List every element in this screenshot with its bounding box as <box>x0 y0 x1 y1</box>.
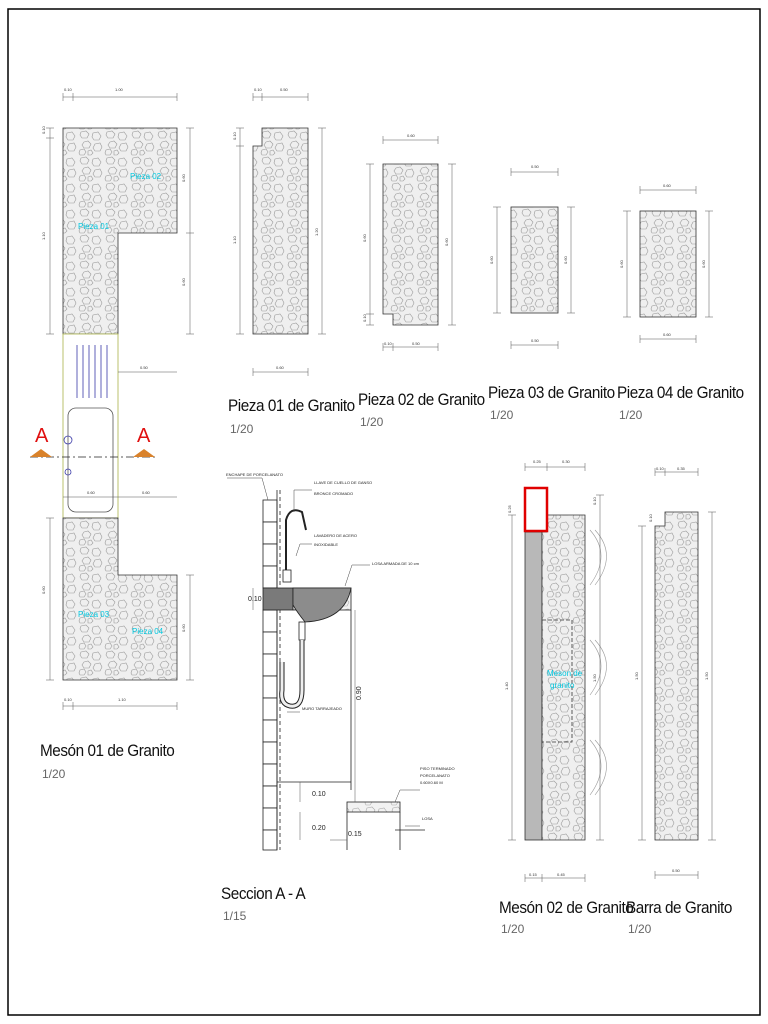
seccion-title: Seccion A - A <box>221 884 306 903</box>
meson01-pieza04-label: Pieza 04 <box>132 627 164 636</box>
dim-p04-top: 0.60 <box>663 183 672 188</box>
note-losa-armada: LOSA ARMADA DE 10 cm <box>372 561 420 566</box>
dim-p02-left-b: 0.10 <box>362 313 367 322</box>
dim-sec-020: 0.20 <box>312 825 326 832</box>
barra-scale: 1/20 <box>628 922 652 936</box>
dim-m02-bot-b: 0.45 <box>557 872 566 877</box>
dim-p01-right: 1.20 <box>314 227 319 236</box>
dim-p01-left-a: 0.10 <box>232 131 237 140</box>
dim-p02-bot-b: 0.50 <box>412 341 421 346</box>
note-piso-3: 0.60X0.60 M <box>420 780 443 785</box>
seccion-aa-drawing <box>227 477 425 851</box>
dim-barra-right: 1.50 <box>704 671 709 680</box>
dim-barra-top-a: 0.10 <box>656 466 665 471</box>
pieza02-scale: 1/20 <box>360 415 384 429</box>
pieza03-title: Pieza 03 de Granito <box>488 383 615 402</box>
dim-sec-090: 0.90 <box>356 686 363 700</box>
dim-m02-top-a: 0.25 <box>533 459 542 464</box>
note-piso-2: PORCELANATO <box>420 773 450 778</box>
dim-m01-low-left: 0.60 <box>41 585 46 594</box>
dim-sec-010-b: 0.10 <box>312 791 326 798</box>
meson01-pieza02-label: Pieza 02 <box>130 172 162 181</box>
pieza03-scale: 1/20 <box>490 408 514 422</box>
dim-p03-bot: 0.50 <box>531 338 540 343</box>
dim-m01-top-b: 1.00 <box>115 87 124 92</box>
pieza04-title: Pieza 04 de Granito <box>617 383 744 402</box>
meson01-plan <box>30 127 178 681</box>
dim-sec-015: 0.15 <box>348 831 362 838</box>
note-lavadero-2: INOXIDABLE <box>314 542 338 547</box>
dim-p04-left: 0.60 <box>619 259 624 268</box>
dim-p01-top-a: 0.10 <box>254 87 263 92</box>
section-mark-right: A <box>137 425 151 447</box>
dim-m01-right-b: 0.60 <box>181 277 186 286</box>
meson01-dimensions <box>46 93 194 710</box>
dim-p02-left-a: 0.60 <box>362 233 367 242</box>
pieza01-title: Pieza 01 de Granito <box>228 396 355 415</box>
dim-p02-bot-a: 0.10 <box>384 341 393 346</box>
dim-m02-right: 1.50 <box>592 673 597 682</box>
meson02-label-1: Meson de <box>547 669 583 678</box>
dim-m01-right-a: 0.60 <box>181 173 186 182</box>
note-enchape: ENCHAPE DE PORCELANATO <box>226 472 283 477</box>
note-lavadero-1: LAVADERO DE ACERO <box>314 533 357 538</box>
meson02-scale: 1/20 <box>501 922 525 936</box>
dim-m01-left-b: 1.10 <box>41 231 46 240</box>
dim-p02-right: 0.60 <box>444 237 449 246</box>
dim-p04-right: 0.60 <box>701 259 706 268</box>
sheet-border <box>7 8 761 1016</box>
meson01-pieza03-label: Pieza 03 <box>78 610 110 619</box>
dim-p03-right: 0.60 <box>563 255 568 264</box>
note-muro: MURO TARRAJEADO <box>302 706 342 711</box>
dim-m01-left-a: 0.10 <box>41 125 46 134</box>
barra-title: Barra de Granito <box>626 898 732 917</box>
dim-p02-top: 0.60 <box>407 133 416 138</box>
note-llave-1: LLAVE DE CUELLO DE GANSO <box>314 480 372 485</box>
dim-barra-top-b: 0.35 <box>677 466 686 471</box>
dim-m01-top-a: 0.10 <box>64 87 73 92</box>
note-losa: LOSA <box>422 816 433 821</box>
dim-sec-010-a: 0.10 <box>248 596 262 603</box>
meson01-pieza01-label: Pieza 01 <box>78 222 110 231</box>
pieza04-scale: 1/20 <box>619 408 643 422</box>
dim-barra-right-top: 0.10 <box>648 513 653 522</box>
meson01-title: Mesón 01 de Granito <box>40 741 175 760</box>
seccion-scale: 1/15 <box>223 909 247 923</box>
dim-barra-bot: 0.50 <box>672 868 681 873</box>
dim-p01-left-b: 1.10 <box>232 235 237 244</box>
dim-barra-left: 1.50 <box>634 671 639 680</box>
section-mark-left: A <box>35 425 49 447</box>
pieza02-title: Pieza 02 de Granito <box>358 390 485 409</box>
pieza03-plan <box>493 168 575 349</box>
dim-m01-low-right: 0.60 <box>181 623 186 632</box>
dim-p01-bot: 0.60 <box>276 365 285 370</box>
dim-m01-sink-a: 0.60 <box>87 490 96 495</box>
pieza01-scale: 1/20 <box>230 422 254 436</box>
meson02-title: Mesón 02 de Granito <box>499 898 634 917</box>
dim-m01-sink-b: 0.60 <box>142 490 151 495</box>
dim-m01-bot-a: 0.10 <box>64 697 73 702</box>
pieza02-plan <box>366 136 456 351</box>
dim-p04-bot: 0.60 <box>663 332 672 337</box>
dim-m01-mid: 0.50 <box>140 365 149 370</box>
note-llave-2: BRONCE CROMADO <box>314 491 353 496</box>
note-piso-1: PISO TERMINADO <box>420 766 455 771</box>
dim-m02-right-top: 0.10 <box>592 496 597 505</box>
dim-p03-top: 0.50 <box>531 164 540 169</box>
barra-elevation <box>638 468 716 879</box>
dim-m02-left: 1.40 <box>504 681 509 690</box>
pieza04-plan <box>623 186 713 343</box>
dim-m02-bot-a: 0.15 <box>529 872 538 877</box>
dim-p03-left: 0.60 <box>489 255 494 264</box>
meson02-elevation <box>508 463 607 882</box>
meson01-scale: 1/20 <box>42 767 66 781</box>
dim-p01-top-b: 0.50 <box>280 87 289 92</box>
pieza01-plan <box>236 93 326 376</box>
meson02-label-2: granito <box>550 681 575 690</box>
dim-m02-top-b: 0.30 <box>562 459 571 464</box>
dim-m02-left-top: 0.25 <box>507 504 512 513</box>
dim-m01-bot-b: 1.10 <box>118 697 127 702</box>
